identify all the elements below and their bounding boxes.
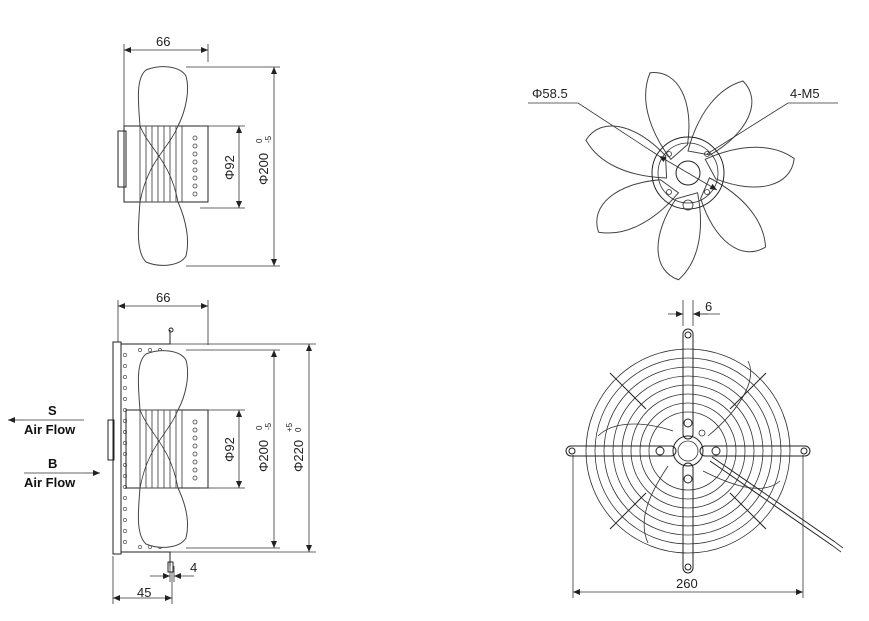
guard-tol-lower: 0 xyxy=(294,427,303,432)
airflow-b-label: Air Flow xyxy=(24,475,76,490)
hub xyxy=(672,435,704,467)
hub-outer xyxy=(651,136,725,210)
top-fan-tol-upper: 0 xyxy=(255,138,264,143)
guard-diagonals xyxy=(609,372,767,530)
bar-width-label: 6 xyxy=(705,299,712,314)
flange-thickness-label: 4 xyxy=(190,560,197,575)
bottom-fan-dia-label: Φ200 xyxy=(256,440,271,472)
motor-fins xyxy=(139,410,183,488)
power-cable xyxy=(709,460,834,547)
motor-cap xyxy=(117,130,127,188)
bottom-fan-tol-lower: -5 xyxy=(264,422,273,430)
guard-flange xyxy=(112,341,122,555)
cable-gland xyxy=(682,199,694,211)
mount-foot xyxy=(167,561,174,573)
bottom-front-view: 6 260 xyxy=(565,299,844,598)
top-fan-dia-label: Φ200 xyxy=(256,153,271,185)
blade-upper xyxy=(137,66,189,127)
hub-ring xyxy=(657,142,719,204)
airflow-s-label: Air Flow xyxy=(24,422,76,437)
blade-outlines xyxy=(597,360,781,544)
vent-dots xyxy=(192,419,198,481)
bottom-side-view: 66 Φ92 Φ200 0 -5 Φ220 +5 0 4 45 S xyxy=(7,290,316,604)
bar-bolts xyxy=(568,331,808,571)
guard-tol-upper: +5 xyxy=(285,422,294,432)
airflow-s-letter: S xyxy=(48,403,57,418)
mount-bars xyxy=(565,328,811,574)
airflow-b-letter: B xyxy=(48,456,57,471)
top-hub-dia-label: Φ92 xyxy=(222,155,237,180)
bottom-width-label: 66 xyxy=(156,290,170,305)
bottom-fan-tol-upper: 0 xyxy=(255,425,264,430)
motor-cap xyxy=(107,419,115,461)
bore-dia-label: Φ58.5 xyxy=(532,86,568,101)
blade-lower xyxy=(137,487,189,548)
bottom-hub-dia-label: Φ92 xyxy=(222,437,237,462)
blade-upper xyxy=(137,350,189,411)
guard-ring xyxy=(585,348,791,554)
top-front-view xyxy=(528,72,838,281)
guard-dia-label: Φ220 xyxy=(291,440,306,472)
blade-lower xyxy=(137,201,189,266)
top-fan-tol-lower: -5 xyxy=(264,135,273,143)
fan-blades xyxy=(585,72,795,281)
mount-holes-label: 4-M5 xyxy=(790,86,820,101)
vent-dots xyxy=(192,135,198,197)
depth-label: 45 xyxy=(137,585,151,600)
overall-width-label: 260 xyxy=(676,576,698,591)
top-width-label: 66 xyxy=(156,34,170,49)
motor-fins xyxy=(139,126,183,202)
top-side-view: 66 Φ92 Φ200 0 -5 xyxy=(117,34,280,267)
